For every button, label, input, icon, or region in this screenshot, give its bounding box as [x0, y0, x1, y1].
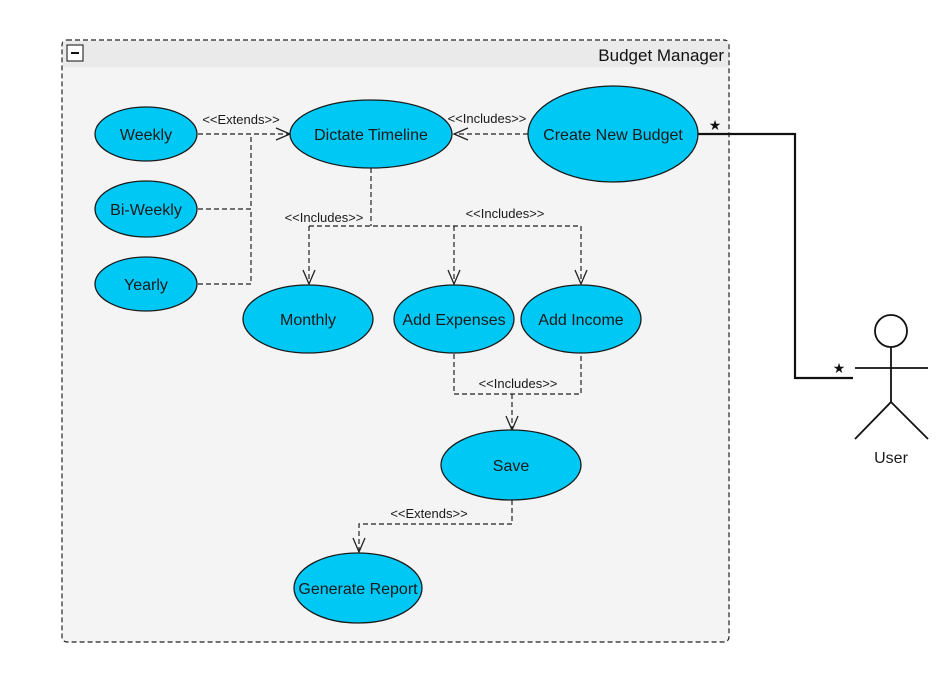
arrowhead-report: [352, 537, 366, 554]
relationship-lines: [198, 133, 582, 552]
usecase-bi-weekly-label: Bi-Weekly: [110, 202, 182, 219]
usecase-add-income[interactable]: Add Income: [520, 284, 642, 354]
label-extends-report: <<Extends>>: [390, 506, 467, 521]
association-line: [698, 132, 853, 380]
actor-user-label: User: [874, 450, 908, 467]
association-end-marker-user: ★: [833, 361, 846, 377]
boundary-frame: [61, 39, 730, 643]
usecase-create-new-budget-label: Create New Budget: [543, 127, 683, 144]
label-includes-expenses-income: <<Includes>>: [466, 206, 545, 221]
system-boundary: Budget Manager: [61, 39, 730, 643]
actor-user[interactable]: User: [854, 314, 929, 467]
system-title: Budget Manager: [598, 46, 724, 65]
extends-biweekly-line: [198, 134, 252, 210]
usecase-bi-weekly[interactable]: Bi-Weekly: [94, 180, 198, 238]
stick-figure-icon: [854, 314, 929, 440]
arrowhead-income: [574, 269, 588, 286]
boundary-header: [63, 41, 728, 67]
usecase-weekly-label: Weekly: [120, 127, 172, 144]
usecase-generate-report[interactable]: Generate Report: [293, 552, 423, 624]
usecase-dictate-timeline[interactable]: Dictate Timeline: [289, 99, 453, 169]
extends-yearly-line: [198, 209, 252, 285]
usecase-generate-report-label: Generate Report: [298, 581, 418, 598]
label-includes-monthly: <<Includes>>: [285, 210, 364, 225]
usecase-add-expenses-label: Add Expenses: [402, 312, 505, 329]
label-extends-weekly: <<Extends>>: [202, 112, 279, 127]
extends-report-line: [358, 500, 513, 552]
arrowhead-monthly: [302, 269, 316, 286]
association-end-marker-budget: ★: [709, 118, 722, 134]
usecase-weekly[interactable]: Weekly: [94, 106, 198, 162]
label-includes-create: <<Includes>>: [448, 111, 527, 126]
minus-box-icon[interactable]: [66, 44, 84, 62]
actor-association: ★ ★: [698, 118, 853, 380]
usecase-add-expenses[interactable]: Add Expenses: [393, 284, 515, 354]
arrowhead-expenses: [447, 269, 461, 286]
usecase-monthly[interactable]: Monthly: [242, 284, 374, 354]
usecase-yearly[interactable]: Yearly: [94, 256, 198, 312]
usecase-yearly-label: Yearly: [124, 277, 168, 294]
stereotype-labels: <<Extends>> <<Includes>> <<Includes>> <<…: [197, 110, 563, 521]
use-cases: Weekly Bi-Weekly Yearly Dictate Timeline…: [94, 85, 699, 624]
arrowhead-timeline-right: [452, 127, 469, 141]
usecase-save[interactable]: Save: [440, 429, 582, 501]
to-save-bus-line: [453, 354, 582, 395]
usecase-create-new-budget[interactable]: Create New Budget: [527, 85, 699, 183]
label-includes-save: <<Includes>>: [479, 376, 558, 391]
usecase-dictate-timeline-label: Dictate Timeline: [314, 127, 428, 144]
usecase-add-income-label: Add Income: [538, 312, 623, 329]
arrowheads: [275, 127, 588, 554]
usecase-save-label: Save: [493, 458, 530, 475]
usecase-monthly-label: Monthly: [280, 312, 336, 329]
